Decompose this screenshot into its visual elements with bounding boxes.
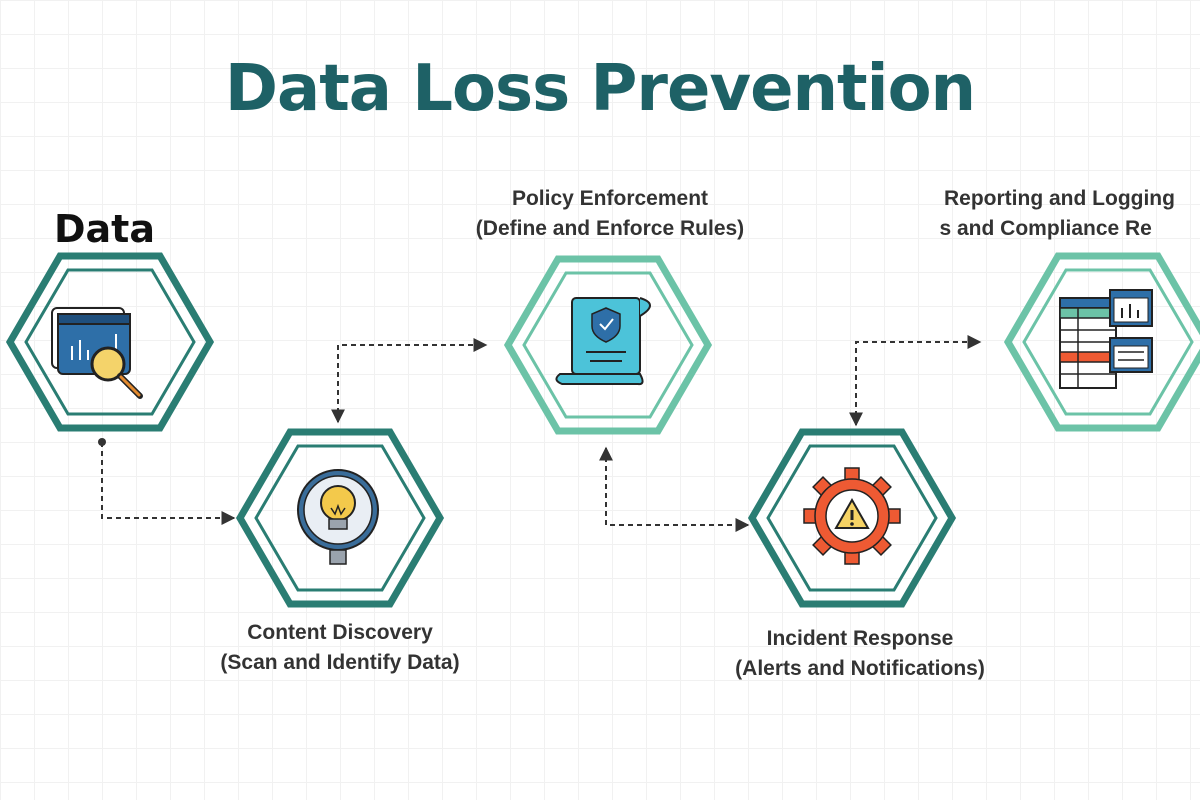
step-name: Reporting and Logging [944,187,1175,210]
connector-discovery-to-policy [331,338,488,424]
hexagon-content-discovery [235,428,445,608]
label-policy-enforcement: Policy Enforcement (Define and Enforce R… [430,184,790,244]
data-source-label: Data [54,207,155,251]
lightbulb-icon [297,469,379,565]
hexagon-incident-response [747,428,957,608]
page-title: Data Loss Prevention [224,52,976,126]
report-dashboard-icon [1059,289,1153,389]
step-name: Policy Enforcement [511,187,709,210]
connector-data-to-discovery [101,442,236,525]
label-incident-response: Incident Response (Alerts and Notificati… [700,624,1020,684]
analytics-icon [51,307,143,399]
policy-document-icon [555,297,651,386]
step-name: Content Discovery [247,621,433,644]
hexagon-reporting-logging [1003,252,1200,432]
connectors [101,335,982,532]
label-reporting-logging: Reporting and Logging (Logs and Complian… [940,184,1200,244]
hexagon-policy-enforcement [503,255,713,435]
label-content-discovery: Content Discovery (Scan and Identify Dat… [200,618,480,678]
step-name: Incident Response [766,627,954,650]
hexagon-data [5,252,215,432]
step-detail: (Logs and Compliance Re [940,217,1152,240]
warning-gear-icon [803,467,901,565]
connector-start-dot [98,438,106,446]
step-detail: (Alerts and Notifications) [735,657,985,680]
connector-policy-to-incident [599,446,750,532]
connector-incident-to-reporting [849,335,982,427]
step-detail: (Scan and Identify Data) [220,651,460,674]
step-detail: (Define and Enforce Rules) [475,217,745,240]
